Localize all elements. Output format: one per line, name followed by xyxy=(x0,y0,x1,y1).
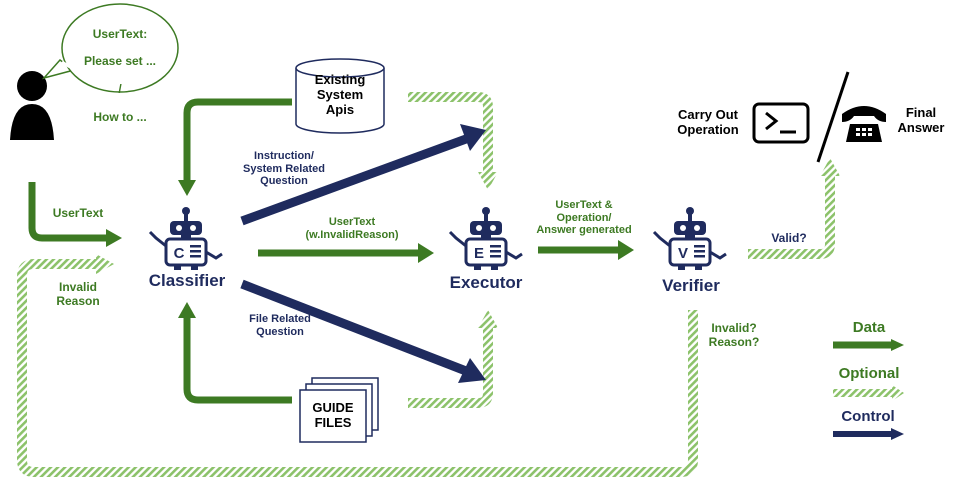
apis-to-classifier-arrow xyxy=(183,98,292,180)
classifier-robot-icon: C xyxy=(148,207,223,270)
guide-to-classifier-arrow xyxy=(183,318,292,404)
legend-control-label: Control xyxy=(841,408,895,425)
robot-glyph: V xyxy=(678,245,688,262)
invalid-loop-arrow xyxy=(17,259,698,477)
speech-line-3: / xyxy=(118,81,122,96)
verifier-label: Verifier xyxy=(662,276,720,295)
system-apis-label: Existing System Apis xyxy=(314,72,366,117)
speech-bubble xyxy=(41,3,179,93)
legend-data-label: Data xyxy=(852,319,886,336)
classifier-label: Classifier xyxy=(148,271,226,290)
guide-to-executor-arrowhead xyxy=(478,310,498,328)
executor-robot-icon: E xyxy=(448,207,523,270)
executor-label: Executor xyxy=(449,273,523,292)
verifier-robot-icon: V xyxy=(652,207,727,270)
apis-to-executor-arrowhead xyxy=(478,172,498,190)
file-question-arrow xyxy=(240,279,468,376)
documents-icon xyxy=(299,377,379,443)
valid-label: Valid? xyxy=(771,231,807,245)
operation-generated-label: UserText & Operation/ Answer generated xyxy=(536,199,632,237)
guide-to-executor-arrow xyxy=(408,328,493,408)
robot-glyph: C xyxy=(174,245,185,262)
instruction-label: Instruction/ System Related Question xyxy=(243,150,325,188)
control-arrowheads xyxy=(458,124,904,440)
database-icon xyxy=(295,58,385,134)
legend-control-arrowhead xyxy=(891,428,904,440)
file-question-arrowhead xyxy=(458,358,486,383)
optional-arrows xyxy=(17,92,904,477)
apis-to-executor-arrow xyxy=(408,92,493,172)
legend-optional-label: Optional xyxy=(838,365,900,382)
file-question-label: File Related Question xyxy=(249,313,311,338)
legend-optional-line xyxy=(833,389,893,397)
data-arrowheads xyxy=(106,180,904,351)
control-arrows xyxy=(240,134,892,437)
carry-out-label: Carry Out Operation xyxy=(677,107,739,137)
instruction-arrow xyxy=(240,134,468,226)
terminal-icon xyxy=(752,102,810,144)
telephone-icon xyxy=(842,106,886,142)
valid-arrow xyxy=(748,176,835,259)
speech-line-1: UserText: xyxy=(92,26,148,41)
speech-line-2: Please set ... xyxy=(83,54,157,69)
robot-glyph: E xyxy=(474,245,484,262)
or-divider xyxy=(816,71,850,163)
data-arrows xyxy=(28,98,892,404)
speech-line-4: How to ... xyxy=(93,109,147,124)
valid-arrowhead xyxy=(820,158,840,176)
instruction-arrowhead xyxy=(460,124,486,151)
usertext-arrow xyxy=(28,182,108,242)
invalid-reason-label: Invalid Reason xyxy=(56,280,100,308)
final-answer-label: Final Answer xyxy=(897,105,945,135)
speech-bubble-text: UserText: Please set ... / How to ... xyxy=(72,14,168,138)
legend-optional-arrowhead xyxy=(892,385,904,401)
invalid-loop-arrowhead xyxy=(96,254,114,274)
invalid-question-label: Invalid? Reason? xyxy=(708,321,760,349)
guide-files-label: GUIDE FILES xyxy=(312,400,354,430)
user-icon xyxy=(10,71,54,140)
usertext-invalid-label: UserText (w.InvalidReason) xyxy=(305,216,399,241)
usertext-label: UserText xyxy=(52,206,104,220)
